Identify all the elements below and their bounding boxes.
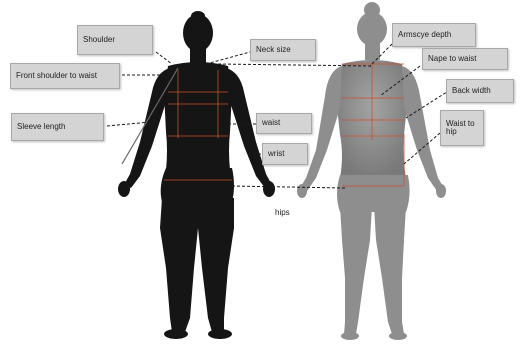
label-armscye-depth: Armscye depth — [392, 23, 476, 47]
label-waist: waist — [256, 113, 312, 134]
label-front-shoulder-to-waist: Front shoulder to waist — [10, 63, 120, 89]
label-nape-to-waist: Nape to waist — [422, 48, 508, 70]
label-wrist: wrist — [262, 143, 308, 165]
label-shoulder: Shoulder — [77, 25, 153, 55]
label-hips: hips — [275, 208, 290, 217]
label-waist-to-hip: Waist to hip — [440, 110, 484, 146]
label-sleeve-length: Sleeve length — [11, 113, 104, 141]
label-neck-size: Neck size — [250, 39, 316, 61]
label-back-width: Back width — [446, 79, 514, 103]
